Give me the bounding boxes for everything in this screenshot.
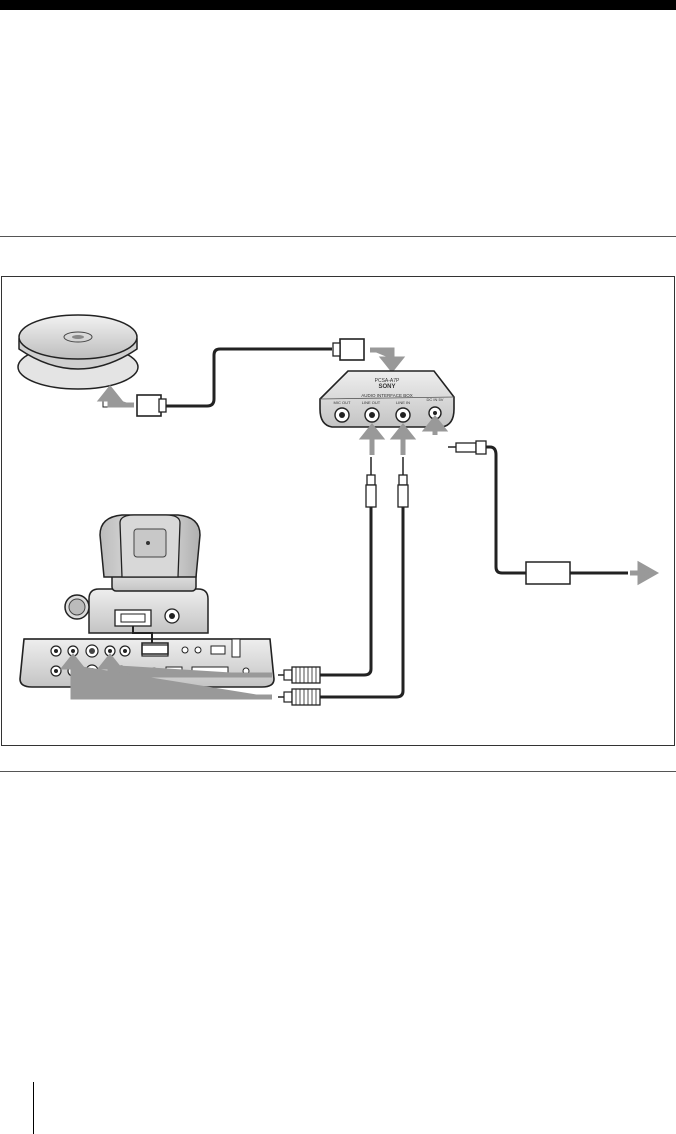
port-label-mic-out: MIC OUT <box>334 400 351 405</box>
section-rule-top <box>0 236 676 237</box>
arrow-to-mic-out <box>370 347 406 374</box>
dc-plug <box>448 440 487 455</box>
port-label-line-out: LINE OUT <box>362 400 381 405</box>
arrow-to-line-in <box>389 422 417 455</box>
arrow-to-dc-in <box>421 414 449 435</box>
jack-line-in <box>395 407 411 423</box>
connection-diagram-svg: PCSA-A7P SONY AUDIO INTERFACE BOX MIC OU… <box>17 314 660 706</box>
rca-plug-lower <box>278 688 321 706</box>
camera-cable <box>132 626 153 643</box>
jack-mic-out <box>334 407 350 423</box>
arrow-to-outlet <box>630 560 660 586</box>
audio-cable-line-in <box>320 511 405 699</box>
arrow-to-system-audio-out <box>59 652 272 700</box>
arrow-to-line-out <box>358 422 386 455</box>
box-name-label: AUDIO INTERFACE BOX <box>361 393 413 398</box>
rca-plug-upper <box>278 666 321 684</box>
top-bar <box>0 0 676 10</box>
connection-diagram: PCSA-A7P SONY AUDIO INTERFACE BOX MIC OU… <box>1 276 675 746</box>
mic-plug-bottom <box>136 394 167 417</box>
box-brand-label: SONY <box>378 384 395 390</box>
audio-interface-box: PCSA-A7P SONY AUDIO INTERFACE BOX MIC OU… <box>319 370 455 428</box>
arrow-to-mic-port <box>96 384 134 408</box>
mic-plug-top <box>332 338 365 361</box>
box-model-label: PCSA-A7P <box>375 378 400 384</box>
port-label-dc-in: DC IN 5V <box>427 397 444 402</box>
audio-cable-line-out <box>320 511 373 677</box>
port-label-line-in: LINE IN <box>396 400 410 405</box>
section-rule-bottom <box>0 771 676 772</box>
mic-cable <box>165 347 332 408</box>
microphone <box>17 314 139 408</box>
jack-line-out <box>364 407 380 423</box>
page-margin-line <box>33 1082 34 1134</box>
mini-plug-line-out <box>365 457 377 511</box>
mini-plug-line-in <box>397 457 409 511</box>
ac-adaptor <box>525 561 571 585</box>
camera-unit <box>64 514 209 634</box>
dc-cable <box>486 445 526 575</box>
